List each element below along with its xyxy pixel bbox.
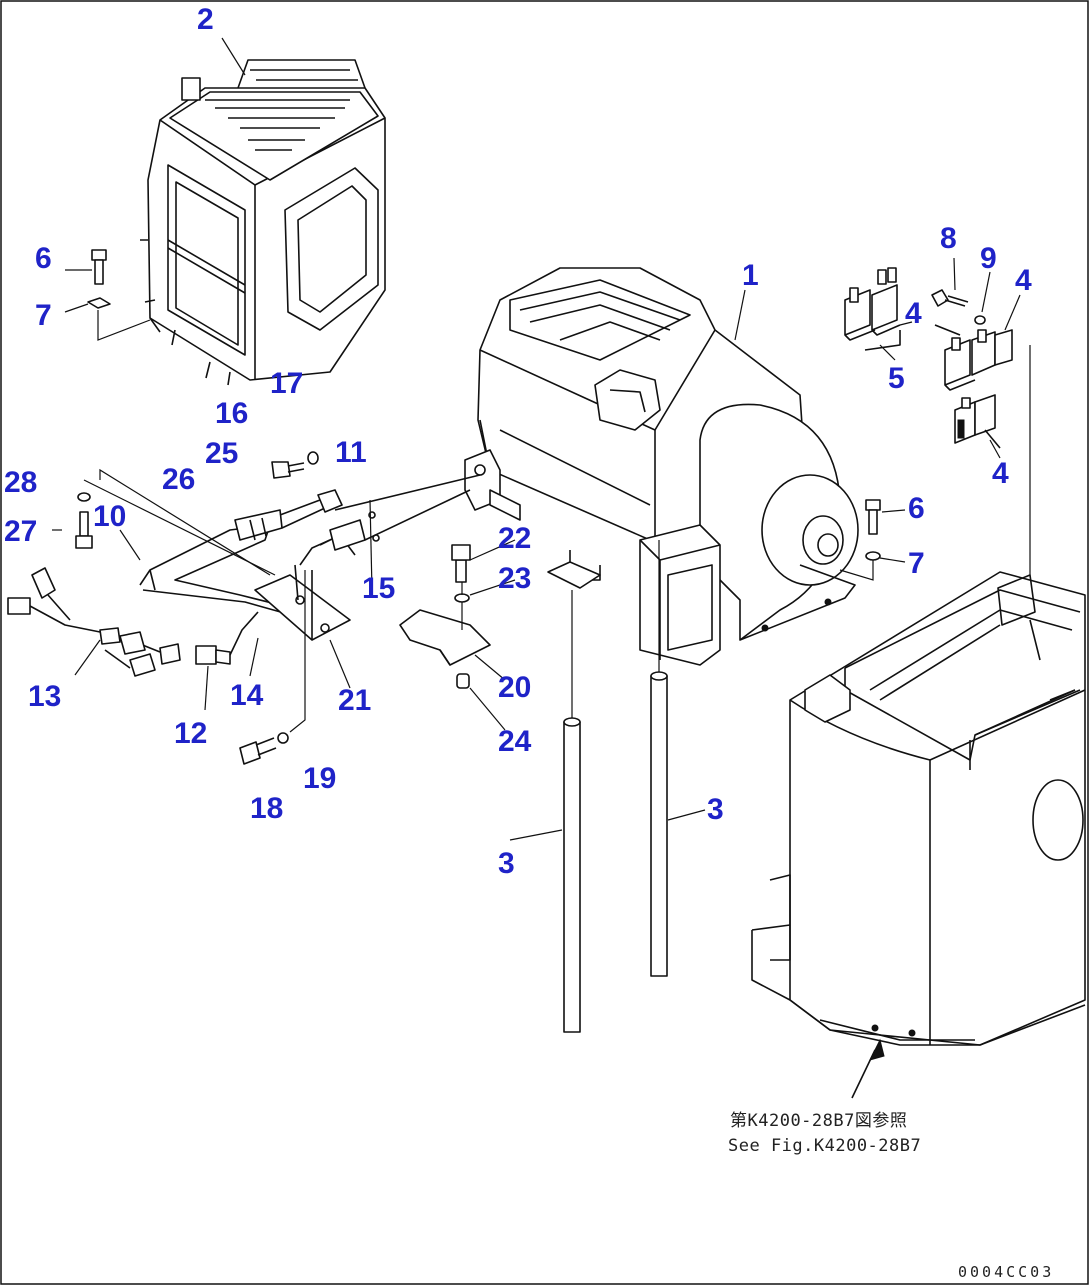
callout-10: 10 [93, 500, 126, 533]
callout-14: 14 [230, 679, 264, 712]
wiring-harness-assembly [7, 474, 481, 677]
cab-floor-frame [751, 571, 1086, 1099]
callout-23: 23 [498, 562, 531, 595]
part-4-5-relays [844, 267, 1031, 575]
part-1-air-conditioner-unit [464, 267, 859, 666]
reference-note-english: See Fig.K4200-28B7 [728, 1136, 921, 1156]
callout-26: 26 [162, 463, 195, 496]
callout-16: 16 [215, 397, 248, 430]
callout-21: 21 [338, 684, 371, 717]
callout-20: 20 [498, 671, 531, 704]
callout-3-left: 3 [498, 847, 515, 880]
callout-5: 5 [888, 362, 905, 395]
callout-2: 2 [197, 3, 214, 36]
callout-12: 12 [174, 717, 207, 750]
callout-9: 9 [980, 242, 997, 275]
callout-25: 25 [205, 437, 238, 470]
fasteners [75, 249, 881, 765]
callout-27: 27 [4, 515, 37, 548]
callout-11: 11 [335, 436, 367, 469]
callout-3-right: 3 [707, 793, 724, 826]
callout-1: 1 [742, 259, 759, 292]
callout-17: 17 [270, 367, 303, 400]
callout-6-right: 6 [908, 492, 925, 525]
part-2-filter-cover [140, 59, 386, 386]
callout-18: 18 [250, 792, 283, 825]
callout-22: 22 [498, 522, 531, 555]
callout-4-middle: 4 [905, 297, 922, 330]
callout-labels: 2 1 8 9 4 4 5 4 6 7 6 7 17 16 11 25 28 2… [4, 3, 1032, 880]
callout-6-left: 6 [35, 242, 52, 275]
callout-19: 19 [303, 762, 336, 795]
reference-note-japanese: 第K4200-28B7図参照 [730, 1111, 907, 1131]
callout-28: 28 [4, 466, 37, 499]
part-20-bracket [399, 544, 491, 689]
callout-7-right: 7 [908, 547, 925, 580]
callout-4-lower: 4 [992, 457, 1009, 490]
callout-8: 8 [940, 222, 957, 255]
figure-code: 0004CC03 [958, 1263, 1054, 1281]
callout-15: 15 [362, 572, 395, 605]
callout-13: 13 [28, 680, 61, 713]
callout-4-right: 4 [1015, 264, 1032, 297]
callout-7-left: 7 [35, 299, 52, 332]
callout-leaders [52, 37, 1021, 841]
part-3-drain-tubes [563, 540, 668, 1033]
callout-24: 24 [498, 725, 532, 758]
